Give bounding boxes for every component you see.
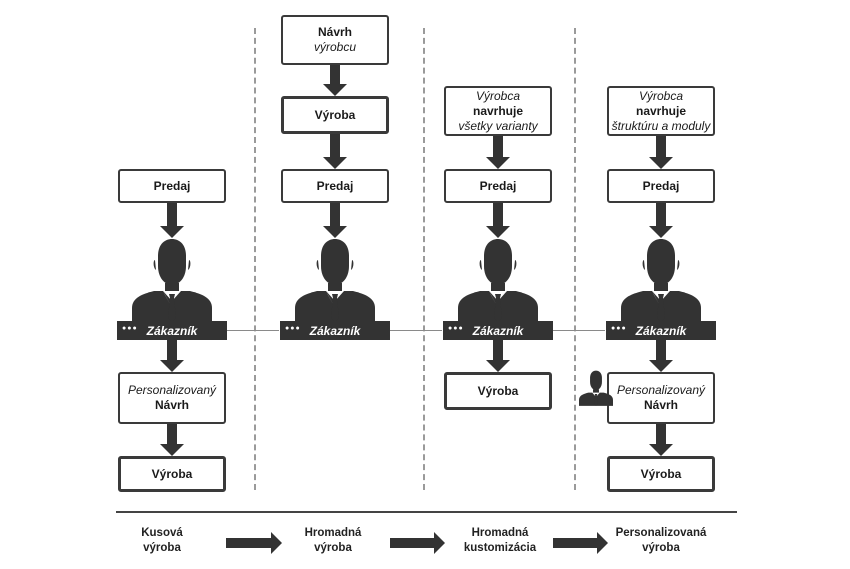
arrow-down-icon: [649, 203, 673, 238]
customer-label-text: Zákazník: [309, 323, 361, 338]
box-line: Výroba: [477, 383, 519, 398]
stage-label: Personalizovaná výroba: [606, 526, 716, 556]
customer-connector: [553, 330, 605, 331]
box-line: navrhuje: [635, 103, 686, 118]
process-box: Výroba: [607, 456, 715, 492]
customer-label: ●●● Zákazník: [117, 321, 227, 340]
stage-line2: výroba: [314, 542, 352, 554]
stage-line1: Personalizovaná: [615, 527, 707, 539]
arrow-down-icon: [649, 340, 673, 372]
box-line: Návrh: [317, 25, 352, 39]
arrow-down-icon: [649, 424, 673, 456]
box-line: Návrh: [643, 398, 678, 412]
box-line: všetky varianty: [458, 118, 538, 133]
customer-person-icon: [458, 239, 538, 322]
arrow-down-icon: [160, 424, 184, 456]
stage-label: Hromadná kustomizácia: [445, 526, 555, 556]
arrow-down-icon: [323, 203, 347, 238]
box-line: Predaj: [642, 178, 680, 193]
arrow-down-icon: [486, 340, 510, 372]
box-line: štruktúru a moduly: [611, 118, 711, 133]
box-line: Predaj: [479, 178, 517, 193]
process-box: Výroba: [444, 372, 552, 410]
box-line: Výroba: [151, 466, 193, 481]
box-line: výrobcu: [313, 40, 357, 54]
window-dots-icon: ●●●: [285, 325, 301, 332]
box-line: Personalizovaný: [616, 383, 706, 397]
box-line: Výrobca: [475, 88, 521, 103]
box-line: Personalizovaný: [127, 383, 217, 397]
column-divider: [254, 28, 256, 490]
stage-line1: Hromadná: [304, 527, 362, 539]
customer-person-icon: [295, 239, 375, 322]
customer-person-icon: [621, 239, 701, 322]
window-dots-icon: ●●●: [122, 325, 138, 332]
customer-connector: [227, 330, 279, 331]
stage-line1: Kusová: [141, 527, 183, 539]
customer-person-icon: [132, 239, 212, 322]
box-line: Predaj: [153, 178, 191, 193]
box-line: Návrh: [154, 398, 189, 412]
stage-line2: výroba: [143, 542, 181, 554]
window-dots-icon: ●●●: [448, 325, 464, 332]
column-divider: [423, 28, 425, 490]
stage-label: Hromadná výroba: [278, 526, 388, 556]
arrow-down-icon: [323, 65, 347, 96]
column-divider: [574, 28, 576, 490]
stage-line2: výroba: [642, 542, 680, 554]
stage-label: Kusová výroba: [107, 526, 217, 556]
arrow-down-icon: [160, 340, 184, 372]
small-person-icon: [579, 370, 613, 406]
process-box: Výroba: [281, 96, 389, 134]
process-box: Predaj: [444, 169, 552, 203]
process-box: Predaj: [281, 169, 389, 203]
box-line: Predaj: [316, 178, 354, 193]
arrow-right-icon: [390, 532, 445, 554]
arrow-down-icon: [649, 136, 673, 169]
customer-label: ●●● Zákazník: [606, 321, 716, 340]
arrow-down-icon: [160, 203, 184, 238]
stage-line2: kustomizácia: [463, 542, 537, 554]
arrow-down-icon: [323, 134, 347, 169]
stage-line1: Hromadná: [471, 527, 529, 539]
window-dots-icon: ●●●: [611, 325, 627, 332]
customer-label-text: Zákazník: [635, 323, 687, 338]
box-line: Výroba: [640, 466, 682, 481]
customer-label-text: Zákazník: [472, 323, 524, 338]
customer-label: ●●● Zákazník: [280, 321, 390, 340]
arrow-right-icon: [553, 532, 608, 554]
customer-label-text: Zákazník: [146, 323, 198, 338]
timeline-line: [116, 511, 737, 513]
customer-label: ●●● Zákazník: [443, 321, 553, 340]
process-box: Výroba: [118, 456, 226, 492]
box-line: navrhuje: [472, 103, 523, 118]
customer-connector: [390, 330, 442, 331]
arrow-down-icon: [486, 136, 510, 169]
arrow-right-icon: [226, 532, 282, 554]
arrow-down-icon: [486, 203, 510, 238]
box-line: Výroba: [314, 107, 356, 122]
process-box: Predaj: [607, 169, 715, 203]
box-line: Výrobca: [638, 88, 684, 103]
process-box: Predaj: [118, 169, 226, 203]
